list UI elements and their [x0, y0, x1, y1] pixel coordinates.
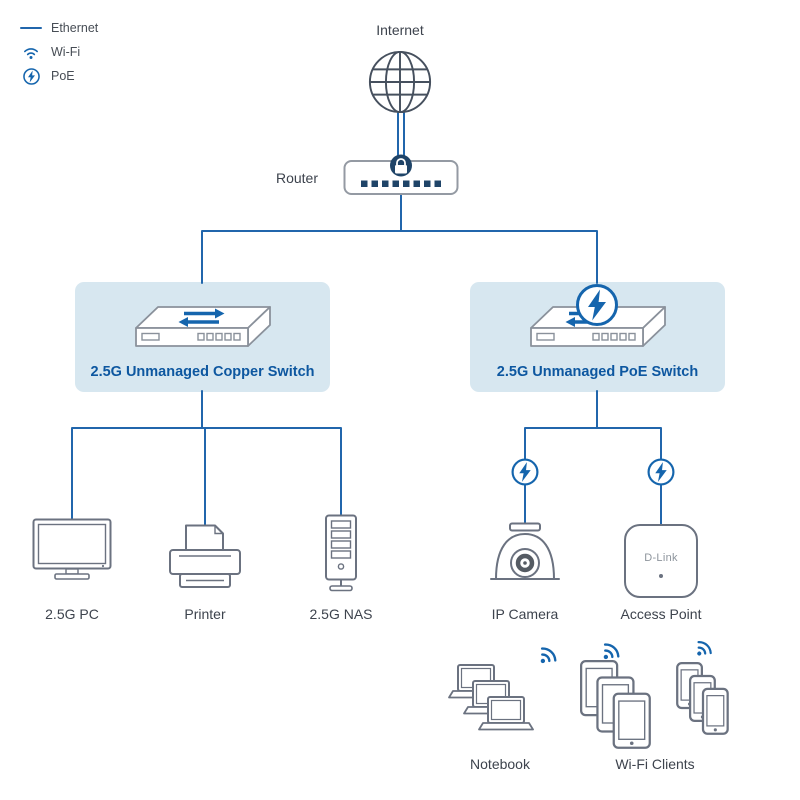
- copper-switch-icon: [135, 306, 271, 347]
- notebook-group-icon: [448, 664, 534, 731]
- access-point-led: [659, 574, 663, 578]
- wifi-icon: [18, 45, 44, 60]
- poe-switch-label: 2.5G Unmanaged PoE Switch: [496, 364, 699, 380]
- poe-switch-panel: 2.5G Unmanaged PoE Switch: [470, 282, 725, 392]
- legend: Ethernet Wi-Fi PoE: [18, 18, 98, 86]
- access-point-brand-text: D-Link: [644, 552, 678, 564]
- internet-label: Internet: [376, 22, 424, 38]
- lock-icon: [390, 154, 412, 177]
- legend-item-ethernet: Ethernet: [18, 18, 98, 38]
- phone-group-icon: [676, 662, 729, 735]
- notebook-label: Notebook: [470, 756, 530, 772]
- nas-label: 2.5G NAS: [309, 606, 373, 622]
- poe-badge-icon: [18, 67, 44, 85]
- wifi-signal-icon: [527, 639, 564, 676]
- ip-camera-label: IP Camera: [491, 606, 559, 622]
- legend-item-wifi: Wi-Fi: [18, 42, 98, 62]
- pc-label: 2.5G PC: [45, 606, 99, 622]
- access-point-icon: D-Link: [624, 524, 698, 598]
- legend-label: Wi-Fi: [51, 45, 81, 59]
- poe-badge-icon: [511, 458, 539, 486]
- wifi-clients-label: Wi-Fi Clients: [615, 756, 695, 772]
- copper-switch-label: 2.5G Unmanaged Copper Switch: [90, 364, 315, 380]
- legend-label: PoE: [51, 69, 75, 83]
- legend-item-poe: PoE: [18, 66, 98, 86]
- printer-icon: [169, 524, 241, 588]
- wifi-signal-icon: [685, 633, 720, 668]
- poe-badge-icon: [647, 458, 675, 486]
- switch-arrows-icon: [178, 308, 225, 327]
- legend-label: Ethernet: [51, 21, 99, 35]
- router-ports: [361, 180, 441, 187]
- internet-globe-icon: [368, 50, 432, 114]
- access-point-label: Access Point: [620, 606, 702, 622]
- poe-badge-icon: [576, 284, 618, 326]
- router-icon: [343, 154, 459, 195]
- ethernet-line-icon: [18, 27, 44, 29]
- pc-icon: [32, 518, 112, 580]
- ip-camera-icon: [490, 522, 560, 580]
- tablet-group-icon: [580, 660, 651, 749]
- copper-switch-panel: 2.5G Unmanaged Copper Switch: [75, 282, 330, 392]
- router-label: Router: [275, 170, 318, 186]
- nas-icon: [325, 514, 357, 592]
- wifi-signal-icon: [590, 635, 627, 672]
- printer-label: Printer: [184, 606, 226, 622]
